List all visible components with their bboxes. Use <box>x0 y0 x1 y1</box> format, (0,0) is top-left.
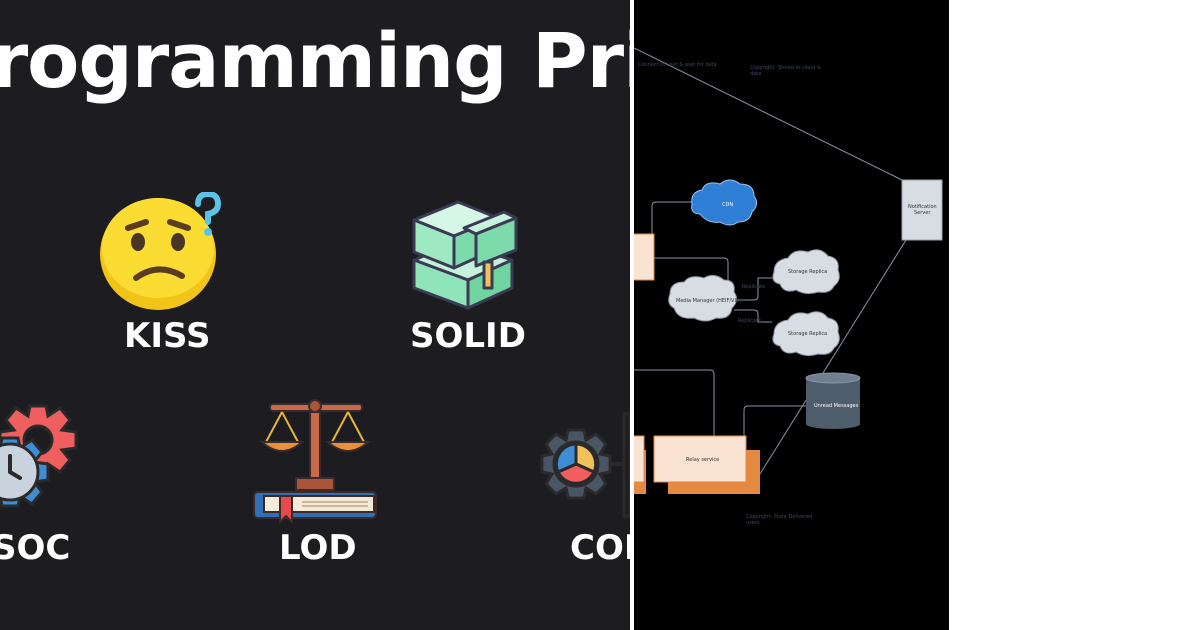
notification-server-label-2: Server <box>914 210 931 216</box>
cdn-label: CDN <box>722 202 733 208</box>
relay-service-node: Relay service <box>634 435 760 494</box>
principle-label-soc: SOC <box>0 528 71 568</box>
unread-messages-label: Unread Messages <box>814 403 859 409</box>
page-title: Programming Principles <box>0 16 630 105</box>
client-node <box>634 233 655 281</box>
unread-messages-node: Unread Messages <box>805 372 861 429</box>
confused-face-icon <box>100 192 222 310</box>
principles-panel: Programming Principles KISS SOLID <box>0 0 630 630</box>
edge-label-copyright-top-1: Copyright: Stored in cloud & <box>750 65 821 71</box>
media-manager-node: Media Manager (HEIF/VID) <box>668 274 742 322</box>
storage-replica-2-label: Storage Replica <box>788 331 827 337</box>
notification-server-label-1: Notification <box>908 204 937 210</box>
media-manager-label: Media Manager (HEIF/VID) <box>676 298 742 304</box>
principle-label-solid: SOLID <box>410 316 526 356</box>
panel-divider <box>630 0 634 630</box>
relay-service-label: Relay service <box>686 457 719 463</box>
cdn-cloud-node: CDN <box>691 179 758 226</box>
scales-book-icon <box>253 399 377 524</box>
architecture-diagram: Connect to user & wait for data Copyrigh… <box>634 0 949 630</box>
edge-label-connect: Connect to user & wait for data <box>638 62 717 68</box>
edge-label-copyright-bottom-2: users <box>746 520 760 526</box>
storage-replica-2-node: Storage Replica <box>772 311 840 357</box>
blank-area <box>949 0 1200 630</box>
stacked-blocks-icon <box>412 200 518 310</box>
edge-label-copyright-bottom-1: Copyright: Store Delivered <box>746 514 812 520</box>
notification-server-node: Notification Server <box>901 179 943 241</box>
edge-label-replicate-2: Replicate <box>738 318 761 324</box>
principle-label-coi: COI <box>570 528 630 568</box>
gear-clock-icon <box>0 404 78 508</box>
edge-label-copyright-top-2: data <box>750 71 761 77</box>
principle-label-kiss: KISS <box>124 316 211 356</box>
storage-replica-1-node: Storage Replica <box>772 249 840 295</box>
edge-label-replicate-1: Replicate <box>742 284 765 290</box>
gear-pie-icon <box>540 412 630 518</box>
principle-label-lod: LOD <box>279 528 357 568</box>
storage-replica-1-label: Storage Replica <box>788 269 827 275</box>
